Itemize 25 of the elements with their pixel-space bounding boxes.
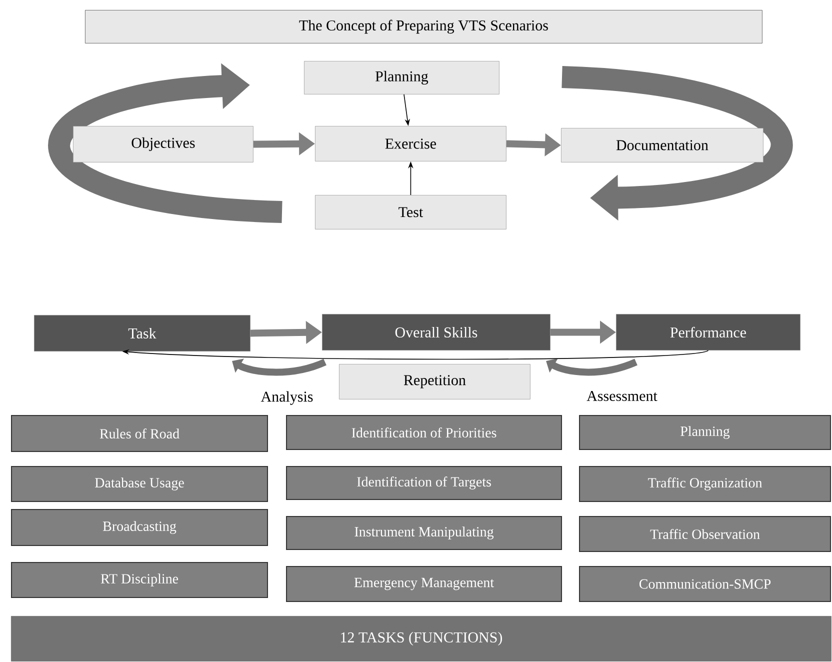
task-box: Identification of Priorities — [286, 415, 562, 450]
stage-label: Analysis — [260, 391, 313, 405]
process-box: Planning — [304, 61, 500, 94]
stage-label: Assessment — [586, 390, 658, 402]
task-box: RT Discipline — [11, 562, 268, 598]
process-box: Objectives — [73, 126, 254, 162]
process-box: Documentation — [561, 128, 764, 162]
task-box: Emergency Management — [286, 566, 562, 602]
task-box: Planning — [579, 415, 831, 450]
task-box: Traffic Organization — [579, 466, 831, 502]
process-box: Exercise — [315, 126, 506, 162]
process-box: Test — [315, 195, 506, 230]
task-box: Database Usage — [11, 466, 268, 502]
task-box: Rules of Road — [11, 415, 268, 452]
stage-box: Performance — [616, 314, 800, 350]
title-box: The Concept of Preparing VTS Scenarios — [85, 10, 762, 44]
task-box: Traffic Observation — [579, 516, 831, 552]
process-box: Repetition — [339, 364, 530, 400]
task-box: Instrument Manipulating — [286, 516, 562, 550]
task-box: Identification of Targets — [286, 466, 562, 500]
task-box: Broadcasting — [11, 509, 268, 546]
stage-box: Overall Skills — [322, 314, 550, 350]
stage-box: Task — [34, 315, 250, 352]
summary-bar: 12 TASKS (FUNCTIONS) — [11, 616, 832, 662]
task-box: Communication-SMCP — [579, 566, 831, 602]
